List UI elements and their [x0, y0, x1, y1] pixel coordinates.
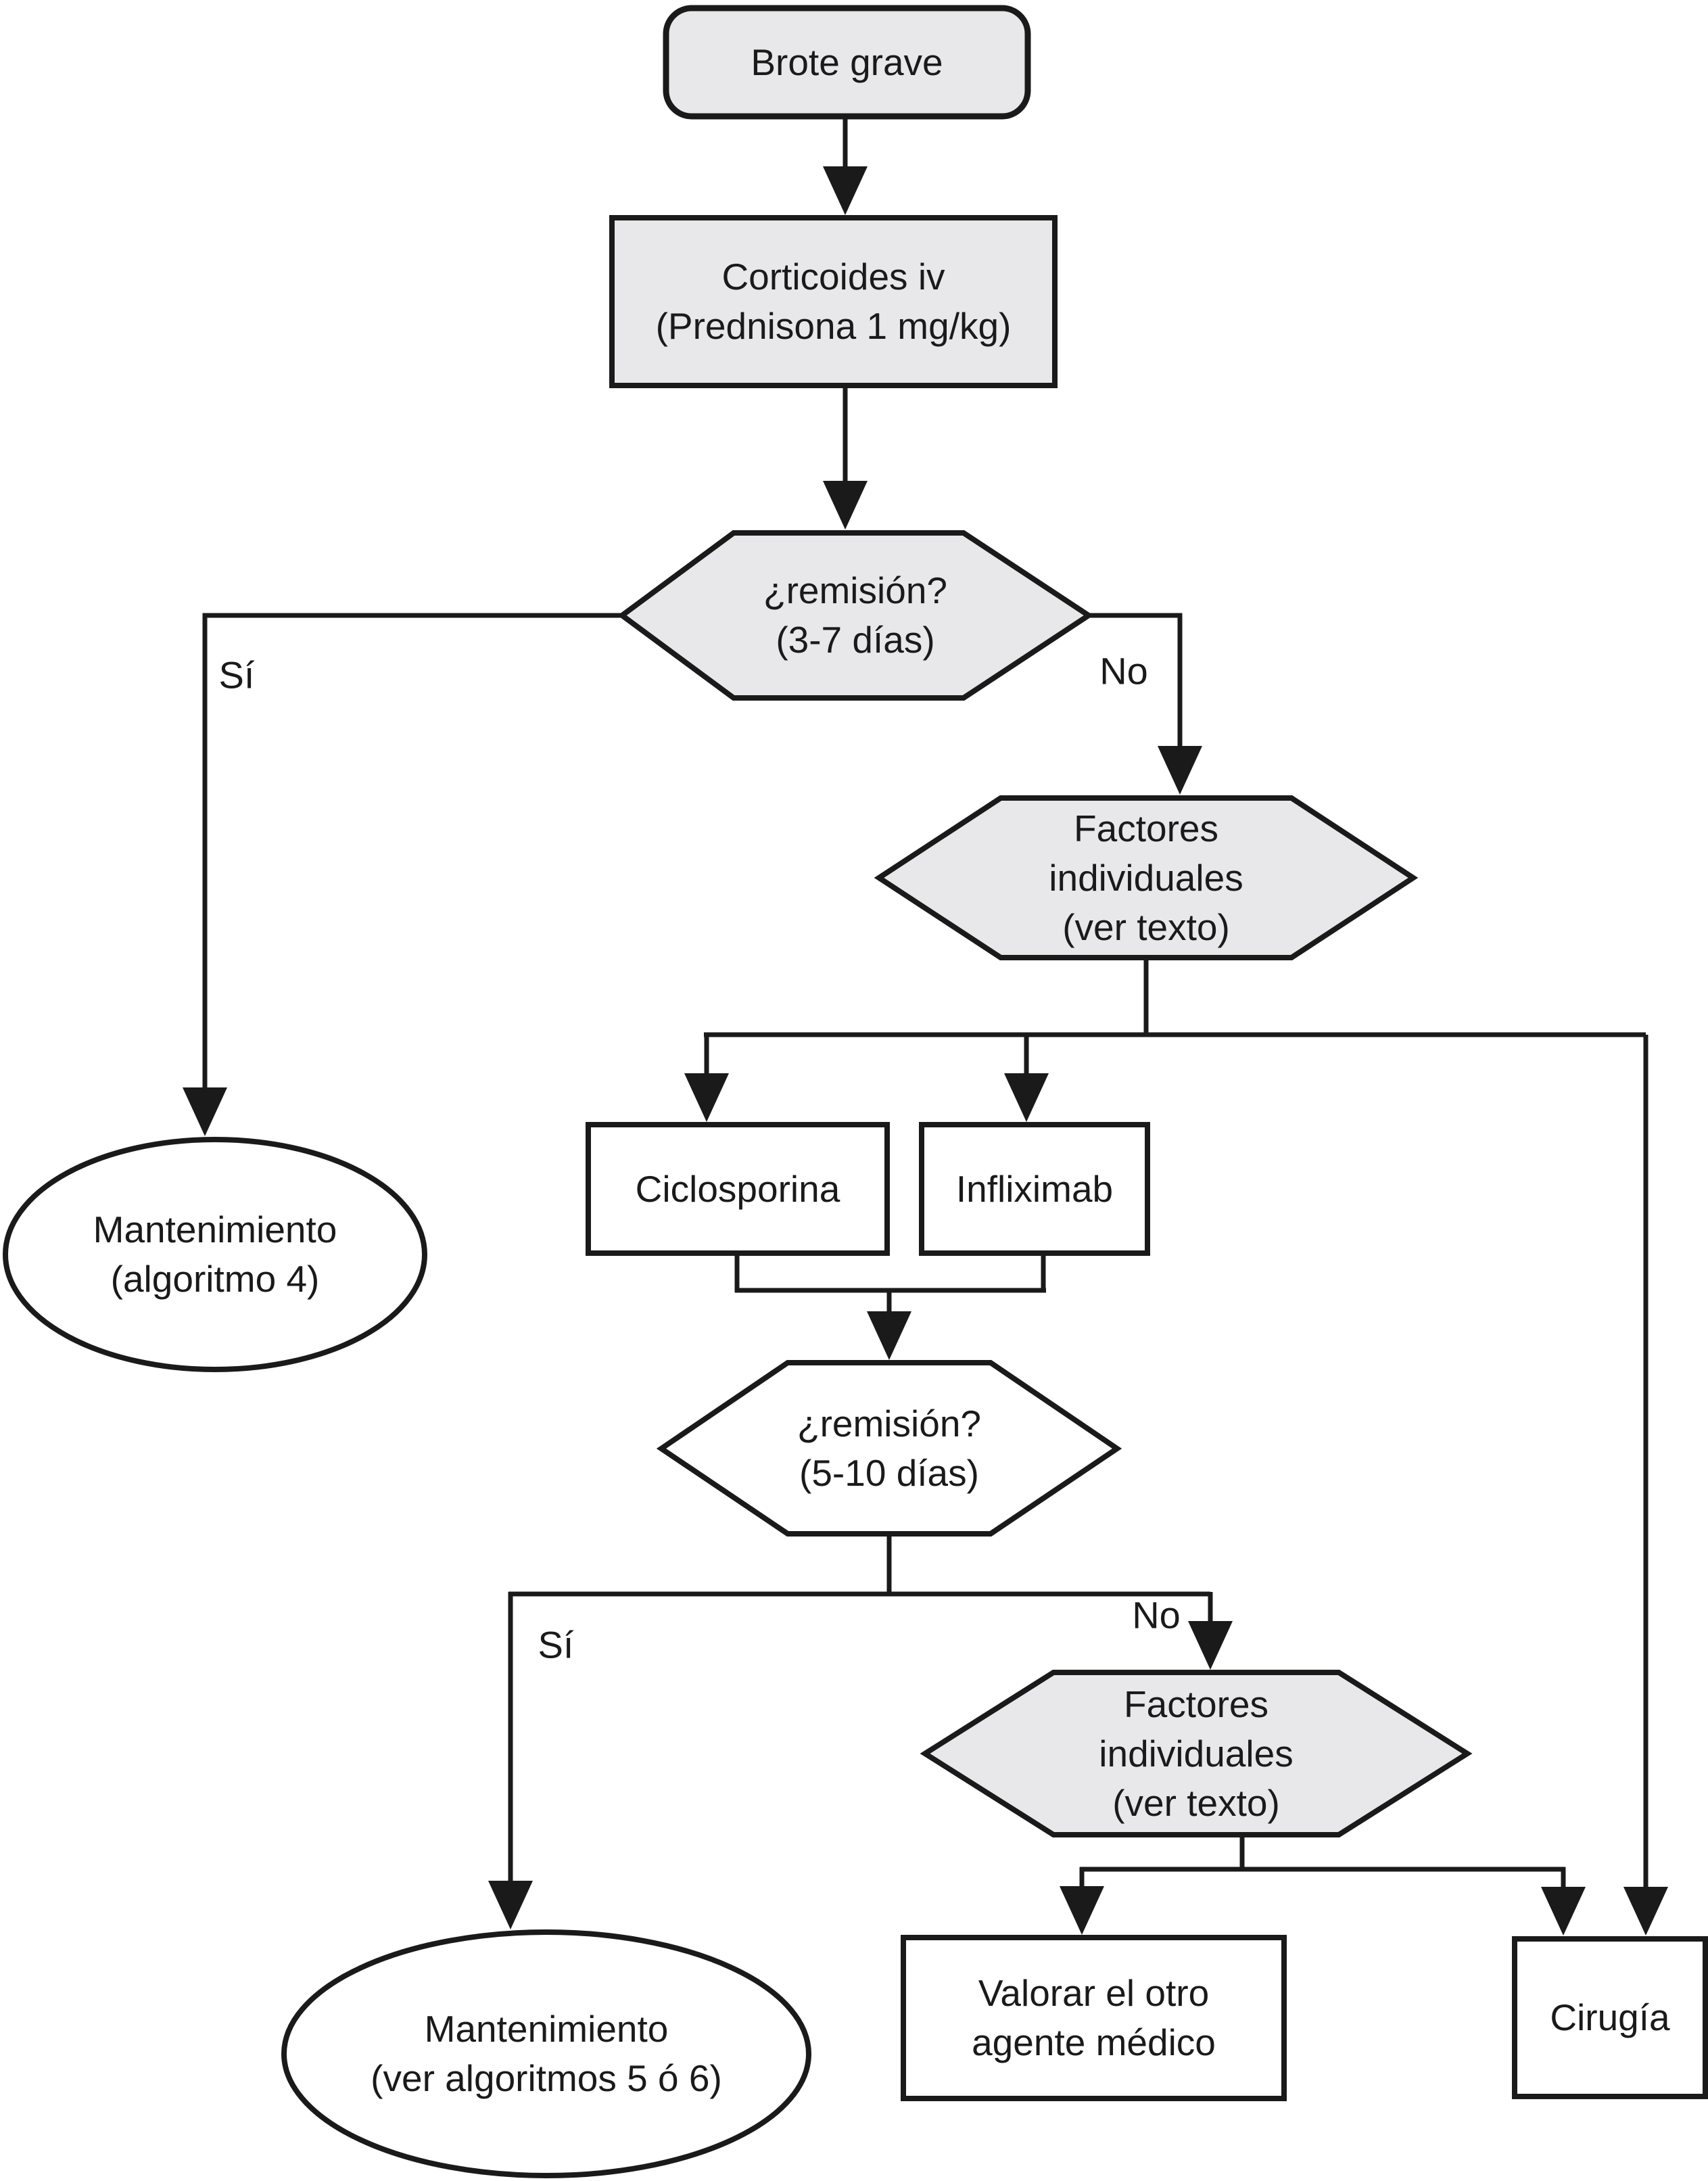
edge-remision1-si-to-mantenimiento1	[202, 613, 622, 1092]
arrowhead-into-valorar	[1060, 1886, 1104, 1935]
node-remision1-shape	[617, 530, 1094, 701]
arrowhead-into-factores2	[1188, 1621, 1233, 1670]
arrowhead-into-remision2	[867, 1311, 911, 1360]
node-remision2-shape	[656, 1360, 1122, 1537]
node-corticoides-shape	[609, 215, 1058, 388]
arrowhead-into-mantenimiento2	[488, 1881, 533, 1929]
arrowhead-into-ciclosporina	[684, 1073, 729, 1122]
arrowhead-into-factores1	[1158, 746, 1202, 795]
node-brote-grave-shape	[663, 5, 1031, 120]
node-mantenimiento1-shape	[3, 1137, 427, 1372]
node-infliximab-shape	[919, 1122, 1150, 1256]
arrowhead-into-remision1	[823, 481, 868, 530]
connector-lines	[202, 115, 1648, 1891]
arrowhead-into-corticoides	[823, 166, 868, 215]
node-valorar-shape	[901, 1935, 1287, 2101]
arrowhead-into-cirugia-left	[1541, 1887, 1586, 1936]
node-factores2-shape	[920, 1670, 1473, 1837]
arrowheads	[183, 166, 1668, 1936]
node-factores1-shape	[874, 795, 1419, 960]
arrowhead-into-mantenimiento1	[183, 1087, 227, 1136]
node-cirugia-shape	[1512, 1936, 1708, 2099]
node-shapes	[3, 5, 1708, 2178]
edge-remision1-no-to-factores1	[1089, 613, 1183, 750]
arrowhead-into-infliximab	[1004, 1073, 1049, 1122]
node-mantenimiento2-shape	[281, 1929, 811, 2178]
arrowhead-into-cirugia-right	[1623, 1887, 1668, 1936]
node-ciclosporina-shape	[586, 1122, 890, 1256]
